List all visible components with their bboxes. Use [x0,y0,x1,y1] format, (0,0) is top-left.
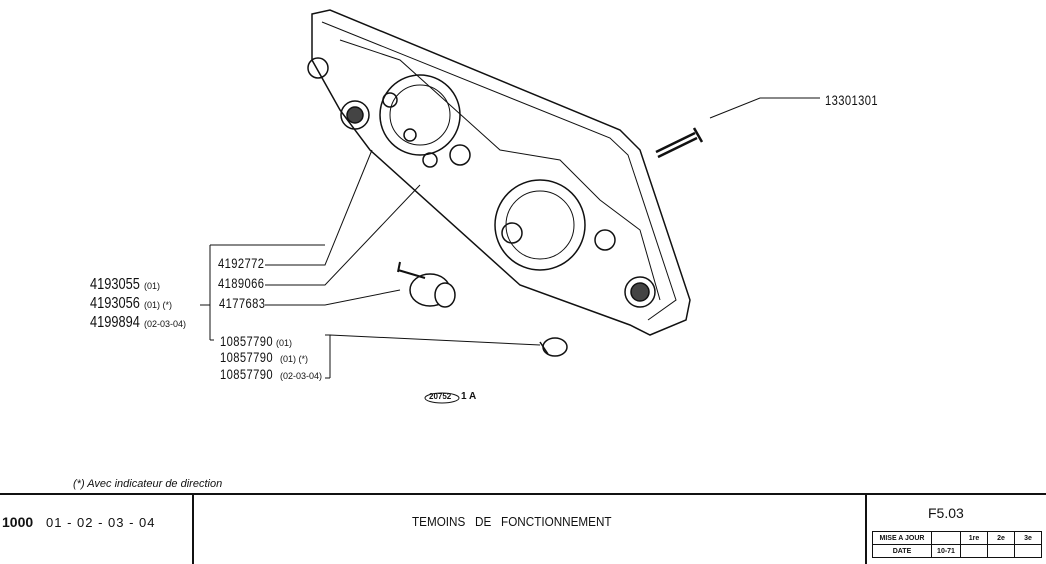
part-note: (01) [276,338,293,348]
footnote: (*) Avec indicateur de direction [73,478,223,490]
title-block-border [0,493,1046,564]
lamp-socket-left [340,100,370,130]
bulb-part-number: 10857790 [220,366,274,382]
lamp-socket-left-core [346,106,364,124]
bulb-part-row: 10857790 (02-03-04) [220,366,322,384]
bulb-part-row: 10857790 (01) (*) [220,349,308,367]
update-cell [931,531,961,545]
gauge-right-inner [505,190,575,260]
model-number: 1000 [2,514,34,530]
date-cell [987,544,1015,558]
model-variants: 01 - 02 - 03 - 04 [46,515,156,530]
bulb-holder-cap [434,282,456,308]
bulb-part-row: 10857790(01) [220,333,292,351]
gauge-left [379,74,461,156]
bulb [542,337,568,357]
left-part-row: 4193056 (01) (*) [90,295,172,313]
sheet-number: F5.03 [928,505,964,521]
bulb-part-number: 10857790 [220,333,274,349]
part-note: (01) [144,281,161,291]
part-note: (02-03-04) [280,371,323,381]
bulb-group-bracket [325,334,541,379]
date-cell [960,544,988,558]
part-note: (01) (*) [144,300,173,310]
screw-part-number: 13301301 [825,92,879,108]
leader-lines [200,97,820,379]
bulb-base [539,341,549,355]
connector-stud [382,92,398,108]
left-group-bracket [200,244,325,341]
part-number: 4193056 [90,295,140,312]
connector-stud [403,128,417,142]
gauge-right [494,179,586,271]
figure-ref-oval [424,392,460,404]
housing-rib [339,39,661,301]
leader-line-4189066 [265,184,421,286]
update-col: 2e [987,531,1015,545]
update-col: 3e [1014,531,1042,545]
lamp-socket-right [624,276,656,308]
lamp-socket-right-core [630,282,650,302]
part-number: 4193055 [90,276,140,293]
part-note: (02-03-04) [144,319,187,329]
part-number-4189066: 4189066 [218,275,265,291]
bulb-part-number: 10857790 [220,349,274,365]
date-value: 10-71 [931,544,961,558]
gauge-right-hub [501,222,523,244]
left-part-row: 4193055 (01) [90,276,160,294]
housing-inner-edge [321,21,677,321]
figure-ref-number: 20752 [429,392,452,401]
part-number-4192772: 4192772 [218,255,265,271]
figure-ref-suffix: 1 A [461,391,477,402]
bulb-holder-terminal [397,261,426,279]
leader-line-4192772 [265,149,373,266]
part-number-4177683: 4177683 [219,295,266,311]
instrument-panel-housing [311,9,691,336]
connector-stud [307,57,329,79]
leader-line-screw [709,97,820,119]
left-part-row: 4199894 (02-03-04) [90,314,186,332]
part-number: 4199894 [90,314,140,331]
date-cell [1014,544,1042,558]
update-col: 1re [960,531,988,545]
part-note: (01) (*) [280,354,309,364]
date-label: DATE [872,544,932,558]
sheet-title: TEMOINS DE FONCTIONNEMENT [412,514,612,529]
screw [655,127,704,159]
connector-stud [422,152,438,168]
connector-stud [449,144,471,166]
leader-line-4177683 [265,289,401,306]
update-label: MISE A JOUR [872,531,932,545]
gauge-left-inner [389,84,451,146]
connector-stud [594,229,616,251]
